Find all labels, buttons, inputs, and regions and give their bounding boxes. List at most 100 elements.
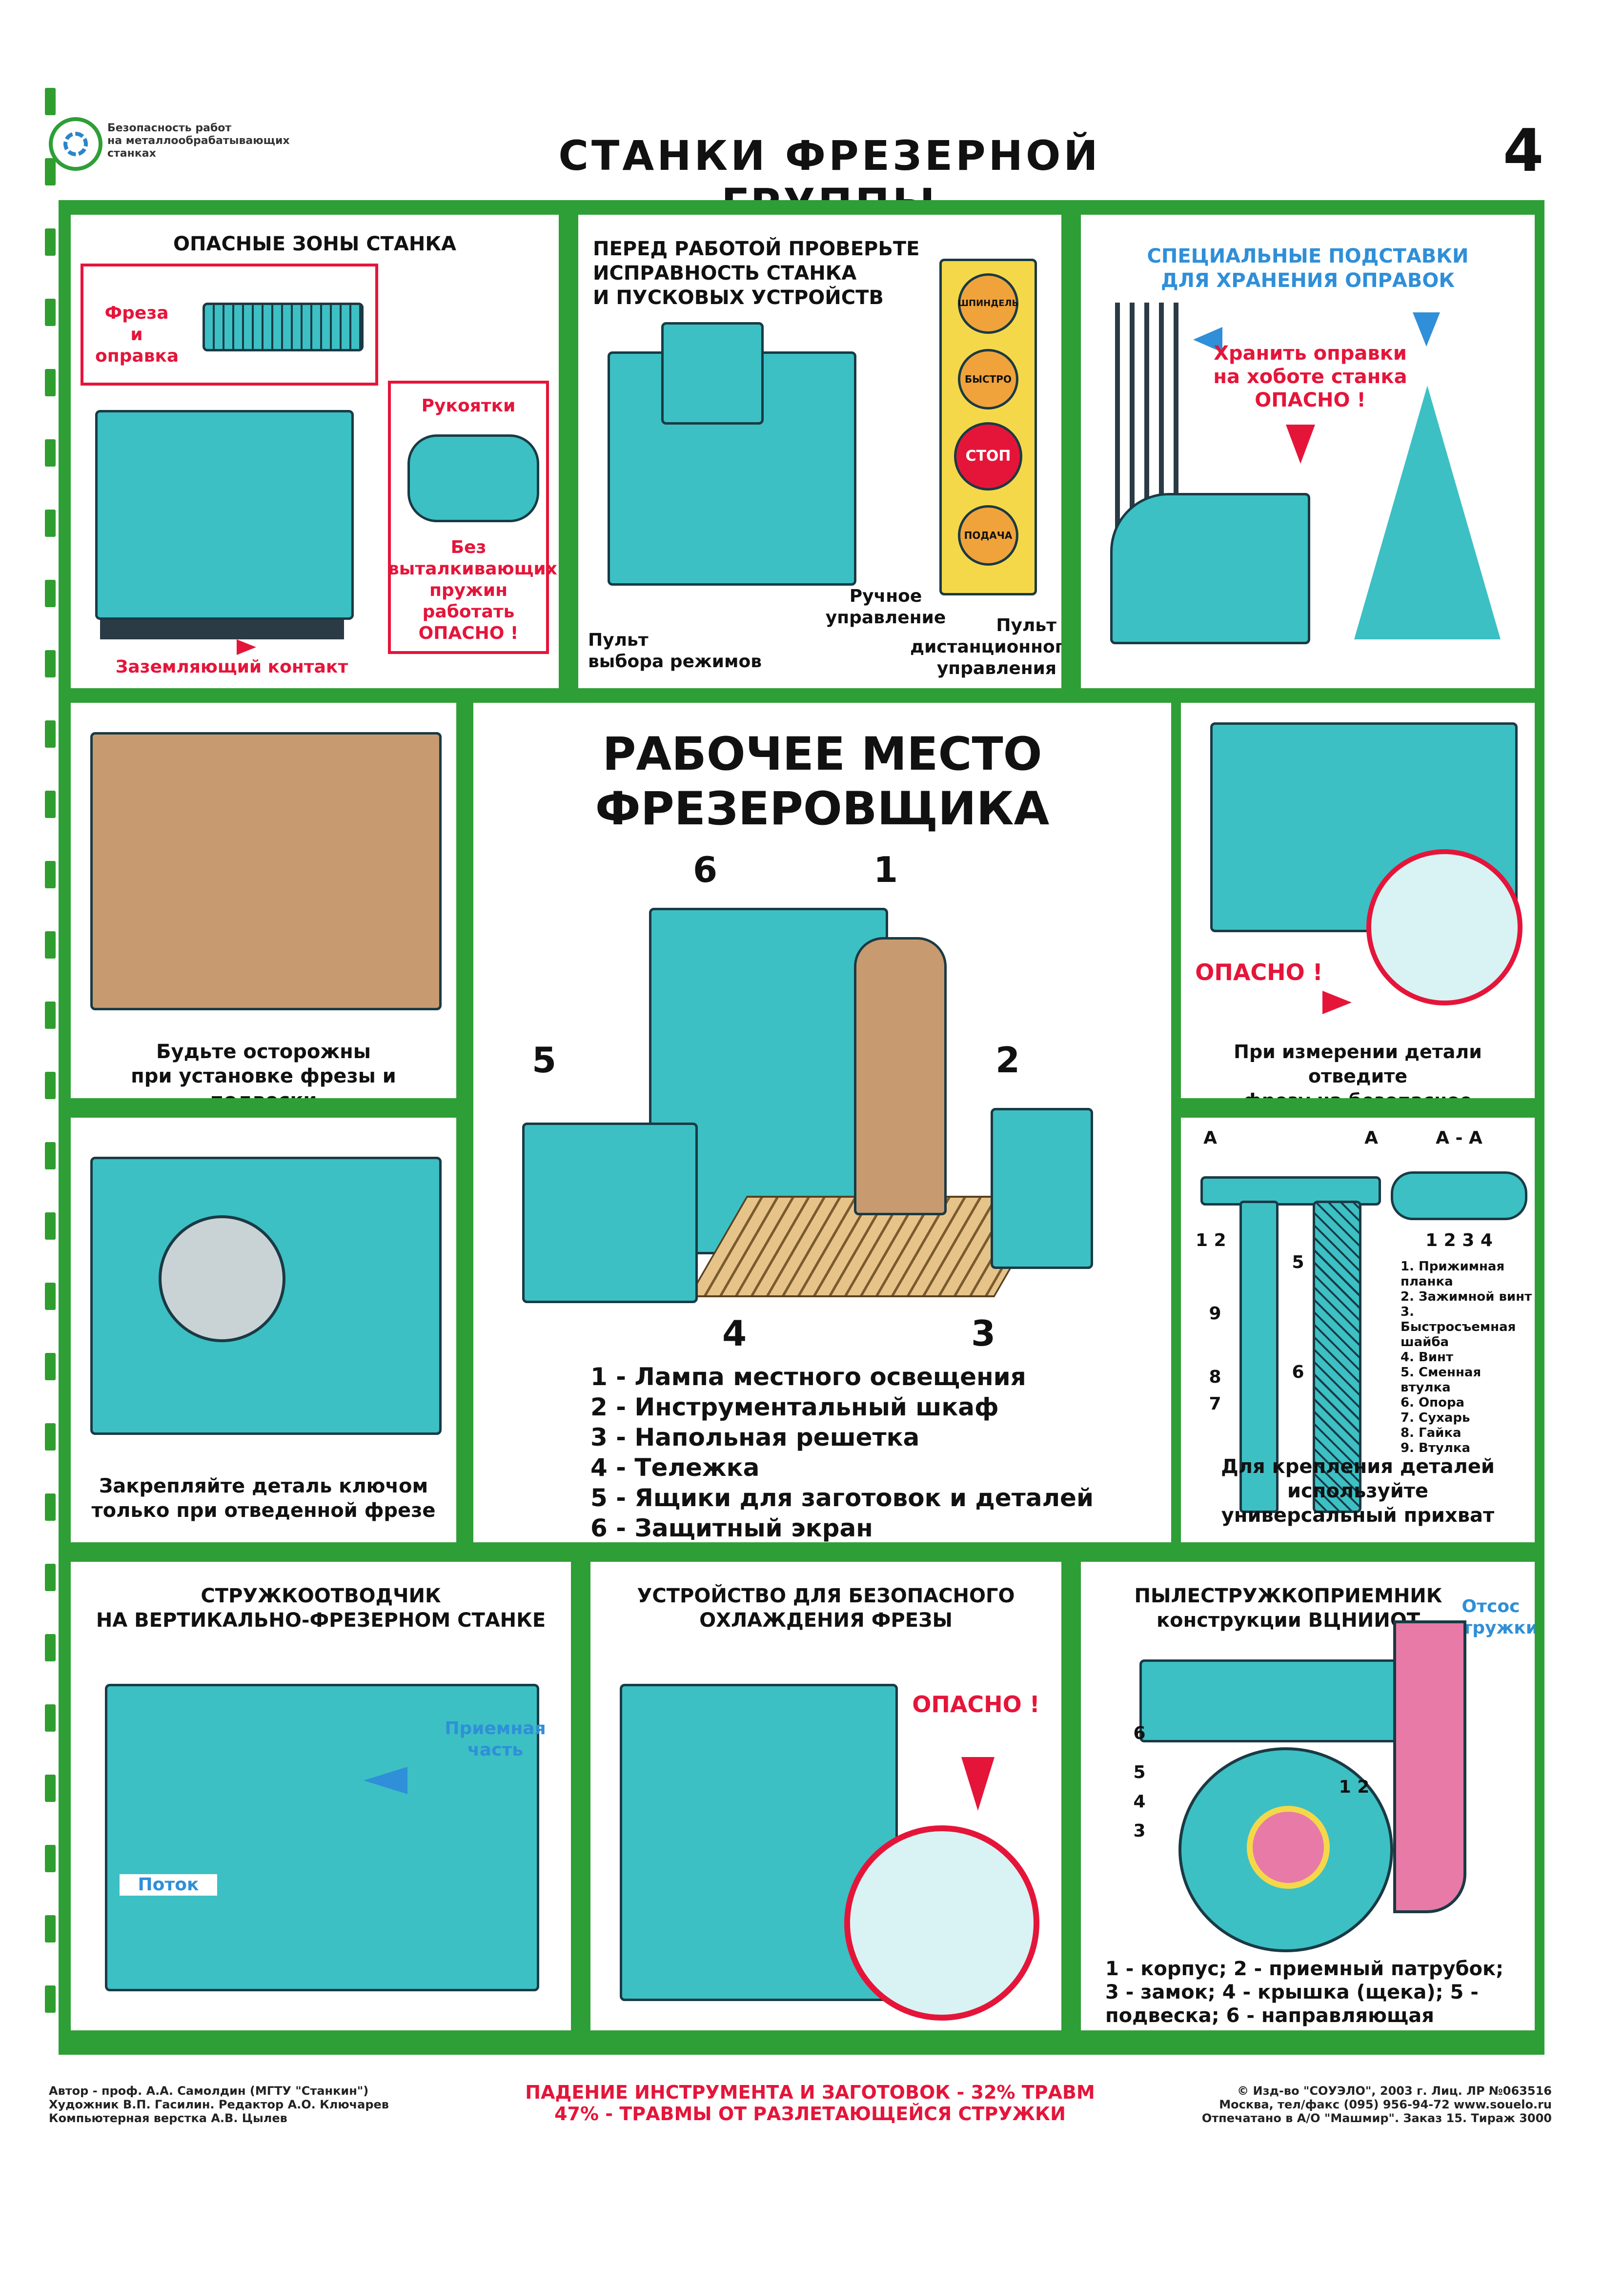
panel-dust-collector: ПЫЛЕСТРУЖКОПРИЕМНИК конструкции ВЦНИИОТ … — [1081, 1562, 1535, 2030]
clamp-section-illustration — [1391, 1171, 1527, 1220]
handle-illustration — [407, 434, 539, 522]
panel-caption: Будьте осторожны при установке фрезы и п… — [131, 1041, 396, 1098]
parts-boxes-illustration — [522, 1123, 698, 1303]
arrow-left-icon — [1193, 327, 1222, 352]
header-logo-text: Безопасность работ на металлообрабатываю… — [107, 122, 290, 160]
workplace-title: РАБОЧЕЕ МЕСТО ФРЕЗЕРОВЩИКА — [595, 728, 1050, 836]
section-a-right: А — [1364, 1128, 1378, 1148]
stop-button: СТОП — [954, 422, 1022, 491]
panel-workplace: РАБОЧЕЕ МЕСТО ФРЕЗЕРОВЩИКА 6 1 5 2 4 3 1… — [473, 703, 1171, 1542]
side-number-5: 5 — [1292, 1252, 1304, 1272]
cutter-box — [81, 264, 378, 386]
side-number-7: 7 — [1209, 1394, 1221, 1414]
callout-6: 6 — [1133, 1723, 1146, 1743]
fast-button: БЫСТРО — [958, 349, 1018, 409]
overarm-illustration — [1110, 493, 1310, 644]
panel-check-before: ПЕРЕД РАБОТОЙ ПРОВЕРЬТЕ ИСПРАВНОСТЬ СТАН… — [578, 215, 1061, 688]
parts-list: 1. Прижимная планка 2. Зажимной винт 3. … — [1401, 1259, 1532, 1455]
panel-title: УСТРОЙСТВО ДЛЯ БЕЗОПАСНОГО ОХЛАЖДЕНИЯ ФР… — [637, 1585, 1015, 1632]
panel-title: ПЫЛЕСТРУЖКОПРИЕМНИК конструкции ВЦНИИОТ — [1134, 1585, 1442, 1632]
panel-careful: Будьте осторожны при установке фрезы и п… — [71, 703, 456, 1098]
danger-text: ОПАСНО ! — [1195, 959, 1323, 985]
suction-pipe-illustration — [1393, 1620, 1466, 1913]
screw-illustration — [1239, 1201, 1279, 1513]
section-a-left: А — [1203, 1128, 1217, 1148]
panel-clamp-key: Закрепляйте деталь ключом только при отв… — [71, 1118, 456, 1542]
panel-title: СПЕЦИАЛЬНЫЕ ПОДСТАВКИ ДЛЯ ХРАНЕНИЯ ОПРАВ… — [1147, 245, 1469, 292]
label-remote: Пульт дистанционного управления — [910, 615, 1061, 678]
cutter-illustration — [1247, 1806, 1330, 1889]
collector-housing-illustration — [1178, 1747, 1393, 1952]
footer-publisher: © Изд-во "СОУЭЛО", 2003 г. Лиц. ЛР №0635… — [1201, 2084, 1552, 2125]
arbor-cutter-illustration — [203, 303, 364, 351]
arrow-right-icon — [1322, 991, 1352, 1014]
right-numbers: 1 2 3 4 — [1425, 1230, 1493, 1250]
arrow-down-icon — [1413, 312, 1440, 347]
machine-illustration — [95, 410, 354, 620]
panel-title: ПЕРЕД РАБОТОЙ ПРОВЕРЬТЕ ИСПРАВНОСТЬ СТАН… — [593, 238, 920, 309]
callout-3: 3 — [971, 1313, 996, 1354]
panel-cooling: УСТРОЙСТВО ДЛЯ БЕЗОПАСНОГО ОХЛАЖДЕНИЯ ФР… — [590, 1562, 1061, 2030]
handles-box — [388, 381, 549, 654]
panel-measure: ОПАСНО ! При измерении детали отведите ф… — [1181, 703, 1535, 1098]
arrow-down-icon — [1286, 425, 1315, 464]
callout-4: 4 — [1133, 1792, 1146, 1812]
tool-cabinet-illustration — [991, 1108, 1093, 1269]
warning-text: Хранить оправки на хоботе станка ОПАСНО … — [1213, 342, 1407, 411]
section-aa: А - А — [1436, 1128, 1482, 1148]
feed-button: ПОДАЧА — [958, 505, 1018, 566]
panel-danger-zones: ОПАСНЫЕ ЗОНЫ СТАНКА Фреза и оправка Руко… — [71, 215, 559, 688]
zoom-circle — [1366, 849, 1522, 1005]
side-number-6: 6 — [1292, 1362, 1304, 1382]
callout-2: 2 — [995, 1040, 1020, 1081]
chip-removal-illustration — [105, 1684, 539, 1991]
cutter-disc-illustration — [159, 1215, 285, 1342]
callout-4: 4 — [722, 1313, 747, 1354]
gear-icon — [63, 132, 88, 156]
label-intake: Приемная часть — [445, 1718, 546, 1760]
callout-5: 5 — [1133, 1762, 1146, 1782]
label-suction: Отсос стружки — [1452, 1596, 1535, 1638]
panel-chip-removal: СТРУЖКООТВОДЧИК НА ВЕРТИКАЛЬНО-ФРЕЗЕРНОМ… — [71, 1562, 571, 2030]
label-flow: Поток — [120, 1874, 217, 1896]
worker-illustration — [854, 937, 947, 1215]
label-mode: Пульт выбора режимов — [588, 630, 762, 672]
panel-caption: Для крепления деталей используйте универ… — [1221, 1455, 1495, 1527]
panel-caption: При измерении детали отведите фрезу на б… — [1234, 1041, 1482, 1098]
workplace-legend: 1 - Лампа местного освещения 2 - Инструм… — [590, 1363, 1094, 1542]
label-manual: Ручное управление — [825, 586, 946, 628]
panel-caption: Закрепляйте деталь ключом только при отв… — [91, 1475, 436, 1522]
poster-frame: ОПАСНЫЕ ЗОНЫ СТАНКА Фреза и оправка Руко… — [59, 200, 1544, 2055]
arrow-icon — [237, 639, 256, 655]
collector-body-illustration — [1139, 1659, 1418, 1742]
callout-6: 6 — [693, 849, 718, 890]
callout-3: 3 — [1133, 1821, 1146, 1841]
panel-universal-clamp: А А А - А 1 2 1 2 3 4 5 9 6 8 7 1. Прижи… — [1181, 1118, 1535, 1542]
label-cutter: Фреза и оправка — [95, 303, 179, 366]
danger-text: ОПАСНО ! — [912, 1691, 1040, 1718]
arrow-down-icon — [961, 1757, 995, 1811]
label-ground: Заземляющий контакт — [115, 657, 348, 677]
arbor-stand-illustration — [1354, 386, 1501, 639]
machine-base — [100, 620, 344, 639]
spindle-head — [661, 322, 764, 425]
callout-5: 5 — [532, 1040, 557, 1081]
label-handles: Рукоятки — [421, 396, 516, 416]
panel-title: ОПАСНЫЕ ЗОНЫ СТАНКА — [173, 233, 456, 255]
collector-legend: 1 - корпус; 2 - приемный патрубок; 3 - з… — [1105, 1958, 1504, 2030]
callout-1-2: 1 2 — [1339, 1777, 1370, 1797]
panel-stands: СПЕЦИАЛЬНЫЕ ПОДСТАВКИ ДЛЯ ХРАНЕНИЯ ОПРАВ… — [1081, 215, 1535, 688]
callout-1: 1 — [873, 849, 898, 890]
left-numbers: 1 2 — [1196, 1230, 1226, 1250]
footer-credits: Автор - проф. А.А. Самолдин (МГТУ "Станк… — [49, 2084, 389, 2125]
page-number: 4 — [1503, 117, 1544, 185]
side-number-9: 9 — [1209, 1304, 1221, 1324]
side-number-8: 8 — [1209, 1367, 1221, 1387]
panel-title: СТРУЖКООТВОДЧИК НА ВЕРТИКАЛЬНО-ФРЕЗЕРНОМ… — [96, 1585, 546, 1632]
binding-strip — [45, 88, 57, 2040]
spindle-button: ШПИНДЕЛЬ — [958, 273, 1018, 334]
arrow-left-icon — [364, 1767, 407, 1794]
label-springs: Без выталкивающих пружин работать ОПАСНО… — [388, 537, 557, 643]
header-logo — [49, 117, 102, 171]
zoom-circle — [844, 1825, 1039, 2021]
